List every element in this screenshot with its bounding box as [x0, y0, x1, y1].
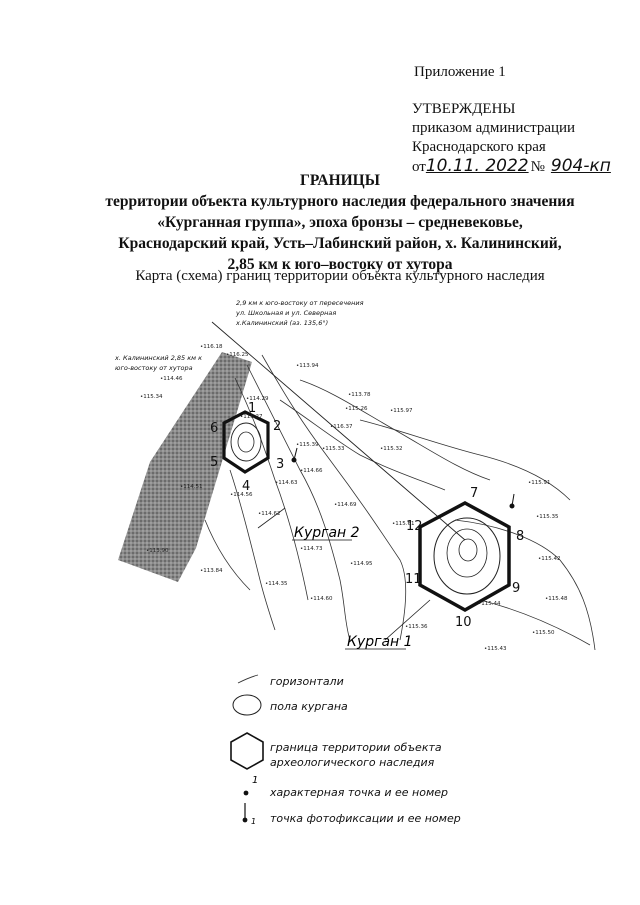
svg-text:•115.27: •115.27 — [240, 414, 263, 420]
note-top-3: х.Калининский (аз. 135,6°) — [235, 319, 328, 327]
map-caption: Карта (схема) границ территории объекта … — [135, 268, 545, 284]
svg-text:•114.63: •114.63 — [275, 480, 298, 486]
legend-char-point: характерная точка и ее номер — [270, 786, 448, 799]
order-line-1: приказом администрации — [412, 120, 576, 136]
svg-text:•116.25: •116.25 — [226, 352, 249, 358]
svg-text:•115.35: •115.35 — [536, 514, 559, 520]
svg-text:•115.97: •115.97 — [390, 408, 413, 414]
svg-text:1: 1 — [252, 775, 258, 786]
legend-photo-point: точка фотофиксации и ее номер — [270, 812, 461, 825]
leader-line-top — [211, 321, 466, 541]
svg-text:•115.48: •115.48 — [545, 596, 568, 602]
kurgan-2-label: Курган 2 — [294, 525, 360, 541]
svg-text:•115.39: •115.39 — [296, 442, 319, 448]
number-prefix: № — [530, 159, 545, 175]
approved-label: УТВЕРЖДЕНЫ — [412, 101, 516, 117]
title-line-4: 2,85 км к юго–востоку от хутора — [227, 256, 453, 273]
svg-text:•114.29: •114.29 — [246, 396, 269, 402]
kurgan-floor-legend-icon — [232, 694, 262, 716]
boundary-legend-icon — [230, 732, 264, 770]
svg-text:•114.62: •114.62 — [258, 511, 281, 517]
svg-text:•114.51: •114.51 — [180, 484, 203, 490]
svg-text:•113.78: •113.78 — [348, 392, 371, 398]
svg-text:•113.94: •113.94 — [296, 363, 319, 369]
kurgan-2 — [222, 410, 270, 474]
svg-text:•114.73: •114.73 — [300, 546, 323, 552]
kurgan-1 — [418, 501, 511, 613]
svg-text:•115.50: •115.50 — [532, 630, 555, 636]
point-10: 10 — [455, 615, 472, 630]
svg-text:•116.37: •116.37 — [330, 424, 353, 430]
kurgan-1-boundary — [418, 501, 511, 613]
svg-text:•115.34: •115.34 — [140, 394, 163, 400]
title-line-2: «Курганная группа», эпоха бронзы – средн… — [157, 214, 523, 231]
point-11: 11 — [405, 572, 422, 587]
title-heading: ГРАНИЦЫ — [300, 172, 380, 189]
note-left-2: юго-востоку от хутора — [115, 364, 193, 372]
char-point-legend-icon: 1 — [243, 775, 258, 796]
note-top-2: ул. Школьная и ул. Северная — [235, 309, 336, 317]
point-9: 9 — [512, 581, 520, 596]
photo-point-legend-icon: 1 — [242, 803, 256, 826]
title-line-1: территории объекта культурного наследия … — [105, 193, 575, 210]
svg-text:•115.61: •115.61 — [392, 521, 415, 527]
date-prefix: от — [412, 159, 426, 175]
appendix-label: Приложение 1 — [414, 64, 506, 80]
point-4: 4 — [242, 479, 250, 494]
svg-text:•114.66: •114.66 — [300, 468, 323, 474]
point-2: 2 — [273, 419, 281, 434]
svg-text:•115.43: •115.43 — [484, 646, 507, 652]
svg-text:•116.18: •116.18 — [200, 344, 223, 350]
kurgan-2-boundary — [222, 410, 270, 474]
svg-text:•114.60: •114.60 — [310, 596, 333, 602]
elevation-marks: •116.18 •116.25 •113.94 •114.46 •114.29 … — [140, 344, 568, 652]
svg-text:•115.26: •115.26 — [345, 406, 368, 412]
svg-text:•115.44: •115.44 — [478, 601, 501, 607]
leader-line-kurgan2 — [257, 507, 286, 529]
svg-text:•114.35: •114.35 — [265, 581, 288, 587]
point-5: 5 — [210, 455, 218, 470]
kurgan-2-floor — [230, 422, 262, 462]
legend-contours: горизонтали — [270, 675, 344, 688]
svg-text:•113.90: •113.90 — [146, 548, 169, 554]
photo-points — [291, 447, 515, 509]
contour-legend-icon — [237, 674, 259, 684]
note-left-1: х. Калининский 2,85 км к — [114, 354, 202, 362]
svg-text:•115.33: •115.33 — [322, 446, 345, 452]
svg-text:•115.42: •115.42 — [538, 556, 561, 562]
title-line-3: Краснодарский край, Усть–Лабинский район… — [118, 235, 562, 252]
svg-text:•115.32: •115.32 — [380, 446, 403, 452]
point-3: 3 — [276, 457, 284, 472]
order-line-2: Краснодарского края — [412, 139, 546, 155]
order-date: 10.11. 2022 — [425, 156, 529, 176]
point-12: 12 — [406, 519, 423, 534]
svg-text:1: 1 — [251, 817, 256, 826]
legend-boundary-line-2: археологического наследия — [270, 756, 435, 769]
svg-text:•114.69: •114.69 — [334, 502, 357, 508]
point-7: 7 — [470, 486, 478, 501]
legend-kurgan-floor: пола кургана — [270, 700, 348, 713]
leader-line-kurgan1 — [384, 599, 431, 641]
point-6: 6 — [210, 421, 218, 436]
note-top-1: 2,9 км к юго-востоку от пересечения — [236, 299, 364, 307]
kurgan-1-label: Курган 1 — [347, 634, 413, 650]
point-8: 8 — [516, 529, 524, 544]
document-title: ГРАНИЦЫ территории объекта культурного н… — [60, 170, 620, 275]
svg-text:•115.36: •115.36 — [405, 624, 428, 630]
svg-text:•114.95: •114.95 — [350, 561, 373, 567]
point-numbers: 1 2 3 4 5 6 7 8 9 10 11 12 — [210, 401, 524, 630]
svg-text:•114.56: •114.56 — [230, 492, 253, 498]
svg-text:•114.46: •114.46 — [160, 376, 183, 382]
point-1: 1 — [248, 401, 256, 416]
legend-boundary: граница территории объекта археологическ… — [270, 740, 442, 770]
svg-text:•113.84: •113.84 — [200, 568, 223, 574]
order-number: 904-кп — [550, 156, 611, 176]
kurgan-1-floor — [433, 517, 501, 595]
shaded-strip — [118, 352, 252, 582]
approval-block: УТВЕРЖДЕНЫ приказом администрации Красно… — [412, 100, 611, 177]
legend-boundary-line-1: граница территории объекта — [270, 741, 442, 754]
svg-text:•115.91: •115.91 — [528, 480, 551, 486]
